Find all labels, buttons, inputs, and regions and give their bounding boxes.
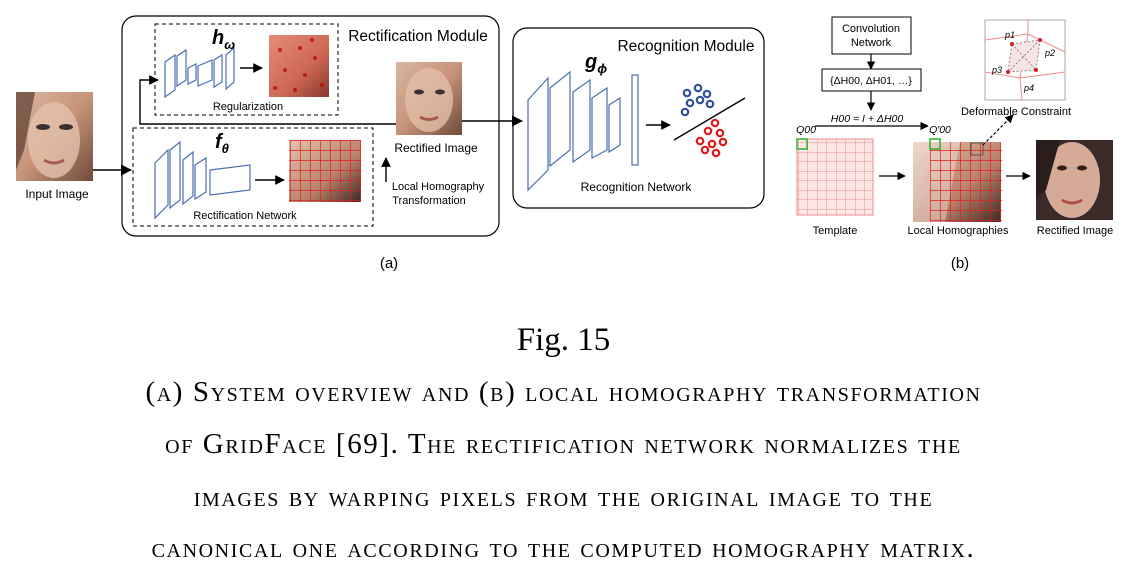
point-label-p4: p4 [1023, 83, 1034, 93]
g-phi-symbol: gϕ [584, 51, 607, 76]
panel-a: Input Image Rectification Module hω [16, 15, 765, 272]
point-label-p1: p1 [1004, 30, 1015, 40]
blue-cluster-icon [680, 83, 715, 117]
point-label-p3: p3 [991, 65, 1002, 75]
regularization-label: Regularization [213, 101, 283, 113]
rectification-network-box [132, 127, 374, 227]
q-prime-label: Q′00 [929, 124, 951, 136]
regularization-face-image [269, 35, 329, 97]
input-face-image [16, 92, 93, 181]
figure-number: Fig. 15 [516, 322, 611, 358]
caption-line-2: of GridFace [69]. The rectification netw… [165, 428, 962, 460]
q-label: Q00 [796, 124, 816, 136]
decision-boundary [673, 97, 746, 141]
deformable-constraint-label: Deformable Constraint [961, 106, 1071, 118]
local-homographies-label: Local Homographies [908, 225, 1009, 237]
caption-line-3: images by warping pixels from the origin… [193, 481, 934, 513]
transform-label-2: Transformation [392, 195, 466, 207]
rectified-image-label: Rectified Image [394, 141, 478, 155]
feedback-line [139, 75, 396, 125]
caption-line-1: (a) System overview and (b) local homogr… [145, 376, 982, 408]
delta-label: {ΔH00, ΔH01, …} [830, 75, 912, 87]
caption-line-4: canonical one according to the computed … [151, 532, 976, 564]
template-highlight-cell [796, 138, 808, 150]
rectified-face-image-b [1036, 140, 1113, 220]
template-label: Template [813, 225, 858, 237]
panel-b-label: (b) [951, 255, 969, 272]
panel-a-label: (a) [380, 255, 398, 272]
rectification-network-icon [154, 140, 251, 220]
input-image-label: Input Image [25, 187, 89, 201]
h-omega-symbol: hω [212, 27, 235, 52]
rectification-module-title: Rectification Module [348, 28, 488, 45]
homography-equation: H00 = I + ΔH00 [831, 113, 904, 125]
transform-label-1: Local Homography [392, 181, 485, 193]
f-theta-symbol: fθ [215, 131, 229, 156]
grid-face-image [289, 140, 361, 202]
rectification-network-label: Rectification Network [193, 210, 297, 222]
recognition-network-icon [527, 70, 639, 192]
rectified-face-image [396, 62, 462, 135]
rectification-module-box [121, 15, 500, 237]
recognition-network-label: Recognition Network [581, 180, 693, 194]
figure-diagram: Input Image Rectification Module hω [16, 15, 1113, 272]
point-label-p2: p2 [1044, 48, 1055, 58]
recognition-module-box [512, 27, 765, 209]
regularization-network-icon [164, 46, 235, 99]
local-homographies-image [913, 138, 1002, 222]
deformable-constraint-inset: p1 p2 p3 p4 [984, 19, 1066, 101]
recognition-module-title: Recognition Module [617, 38, 754, 55]
regularization-box [154, 23, 339, 116]
template-grid [796, 138, 874, 216]
conv-network-label-1: Convolution [842, 23, 900, 35]
conv-network-label-2: Network [851, 37, 892, 49]
rectified-image-label-b: Rectified Image [1037, 225, 1113, 237]
red-cluster-icon [695, 118, 728, 158]
deformable-pointer [982, 114, 1014, 146]
panel-b: Convolution Network {ΔH00, ΔH01, …} H00 … [796, 16, 1113, 272]
